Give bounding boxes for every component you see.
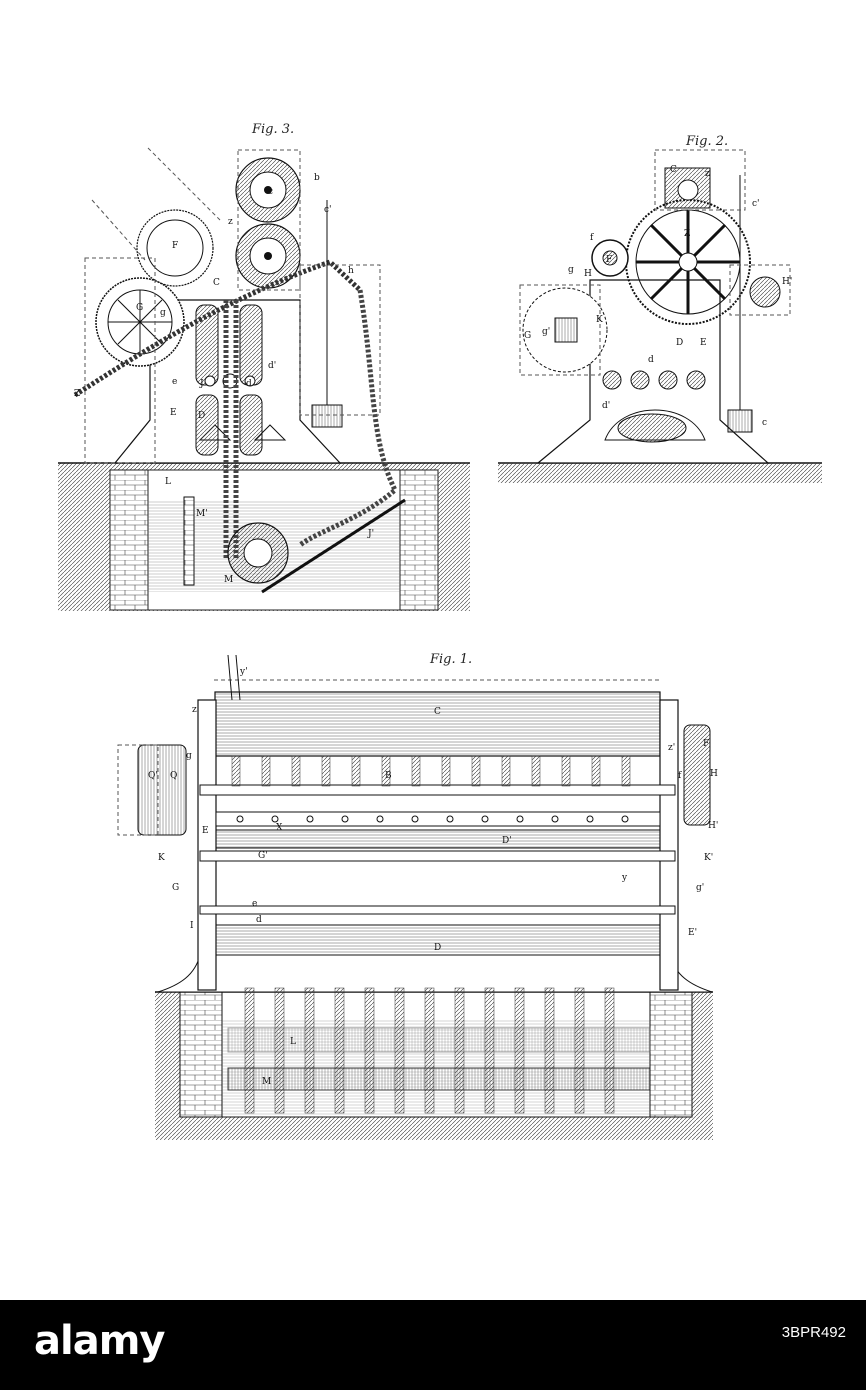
fig2-title: Fig. 2. xyxy=(686,134,729,149)
label-fig2-E: E xyxy=(700,338,707,348)
label-fig1-H: H xyxy=(710,769,718,779)
label-fig3-Z: Z xyxy=(74,389,80,399)
label-fig2-d-prime: d' xyxy=(602,401,610,411)
label-fig1-G: G xyxy=(172,883,179,893)
label-fig2-D: D xyxy=(676,338,683,348)
label-fig3-e: e xyxy=(172,377,177,387)
label-fig1-g-prime: g' xyxy=(696,883,704,893)
label-fig1-Q-prime: Q' xyxy=(148,771,158,781)
label-fig3-C: C xyxy=(213,278,220,288)
label-fig1-E-prime: E' xyxy=(688,928,697,938)
label-fig2-F: F xyxy=(606,255,612,265)
label-fig1-z-prime: z' xyxy=(668,743,675,753)
label-fig1-H-prime: H' xyxy=(708,821,718,831)
label-fig3-J: J xyxy=(199,379,204,389)
label-fig3-J-prime: J' xyxy=(367,529,374,539)
label-fig1-G-prime: G' xyxy=(258,851,268,861)
label-fig1-F: F xyxy=(703,739,709,749)
label-fig2-c: c xyxy=(762,418,767,428)
label-fig2-z: z xyxy=(705,169,710,179)
label-fig2-g-prime: g' xyxy=(542,327,550,337)
image-id-text: 3BPR492 xyxy=(781,1324,846,1341)
label-fig1-L: L xyxy=(290,1037,296,1047)
label-fig2-c-prime: c' xyxy=(752,199,760,209)
label-fig1-D-prime: D' xyxy=(502,836,512,846)
label-fig1-M: M xyxy=(262,1077,271,1087)
label-fig3-h: h xyxy=(348,266,354,276)
label-fig3-d-prime: d' xyxy=(268,361,276,371)
figure-1: y' C z z' g Q' Q B F f H H' E D' K K' G … xyxy=(117,654,718,1140)
label-fig1-K-prime: K' xyxy=(704,853,713,863)
engraving-plate: b c c' z h C F G g J d d' e E D L M' M J… xyxy=(58,122,822,1140)
label-fig2-Z: Z xyxy=(684,229,690,239)
label-fig1-Q: Q xyxy=(170,771,177,781)
label-fig1-K: K xyxy=(158,853,165,863)
fig1-title: Fig. 1. xyxy=(430,652,473,667)
figure-2: C z c' Z g f F G g' K H H' D E d d' c xyxy=(498,149,822,483)
figure-3: b c c' z h C F G g J d d' e E D L M' M J… xyxy=(58,147,470,611)
fig3-title: Fig. 3. xyxy=(252,122,295,137)
label-fig3-g: g xyxy=(160,308,166,318)
label-fig1-C: C xyxy=(434,707,441,717)
label-fig2-C: C xyxy=(670,165,677,175)
label-fig2-g: g xyxy=(568,265,574,275)
gear-right xyxy=(683,724,711,826)
machine-drawing: b c c' z h C F G g J d d' e E D L M' M J… xyxy=(58,147,822,1140)
tank-roller-m xyxy=(227,1067,651,1091)
label-fig2-H-prime: H' xyxy=(782,277,792,287)
pulley-q xyxy=(137,744,187,836)
stock-watermark-bar: alamy xyxy=(0,1300,866,1390)
label-fig1-X: X xyxy=(276,823,283,833)
label-fig3-M-prime: M' xyxy=(196,509,208,519)
weight-c xyxy=(311,404,343,428)
label-fig3-L: L xyxy=(165,477,171,487)
label-fig1-B: B xyxy=(385,771,392,781)
label-fig2-f: f xyxy=(590,233,594,243)
label-fig3-G: G xyxy=(136,303,143,313)
label-fig2-G: G xyxy=(524,331,531,341)
label-fig1-d: d xyxy=(256,915,262,925)
label-fig3-E: E xyxy=(170,408,177,418)
label-fig3-b: b xyxy=(314,173,320,183)
top-roller-c xyxy=(214,691,661,757)
label-fig3-d: d xyxy=(246,379,252,389)
label-fig2-K: K xyxy=(596,315,603,325)
label-fig3-z: z xyxy=(228,217,233,227)
gear-upper xyxy=(136,209,214,287)
label-fig2-d: d xyxy=(648,355,654,365)
roller-D xyxy=(215,924,661,956)
alamy-logo: alamy xyxy=(34,1318,165,1364)
label-fig3-c-prime: c' xyxy=(324,205,332,215)
label-fig3-c: c xyxy=(268,187,273,197)
label-fig2-H: H xyxy=(584,269,592,279)
label-fig1-D: D xyxy=(434,943,441,953)
label-fig1-I: I xyxy=(190,921,194,931)
label-fig3-F: F xyxy=(172,241,178,251)
label-fig3-D: D xyxy=(198,411,205,421)
label-fig1-g: g xyxy=(186,751,192,761)
weight-c2 xyxy=(727,409,753,433)
label-fig1-E: E xyxy=(202,826,209,836)
label-fig1-z: z xyxy=(192,705,197,715)
label-fig1-y-prime: y' xyxy=(239,667,248,677)
label-fig1-f: f xyxy=(678,771,682,781)
label-fig3-M: M xyxy=(224,575,233,585)
label-fig1-e: e xyxy=(252,899,257,909)
label-fig1-y: y xyxy=(621,873,628,883)
